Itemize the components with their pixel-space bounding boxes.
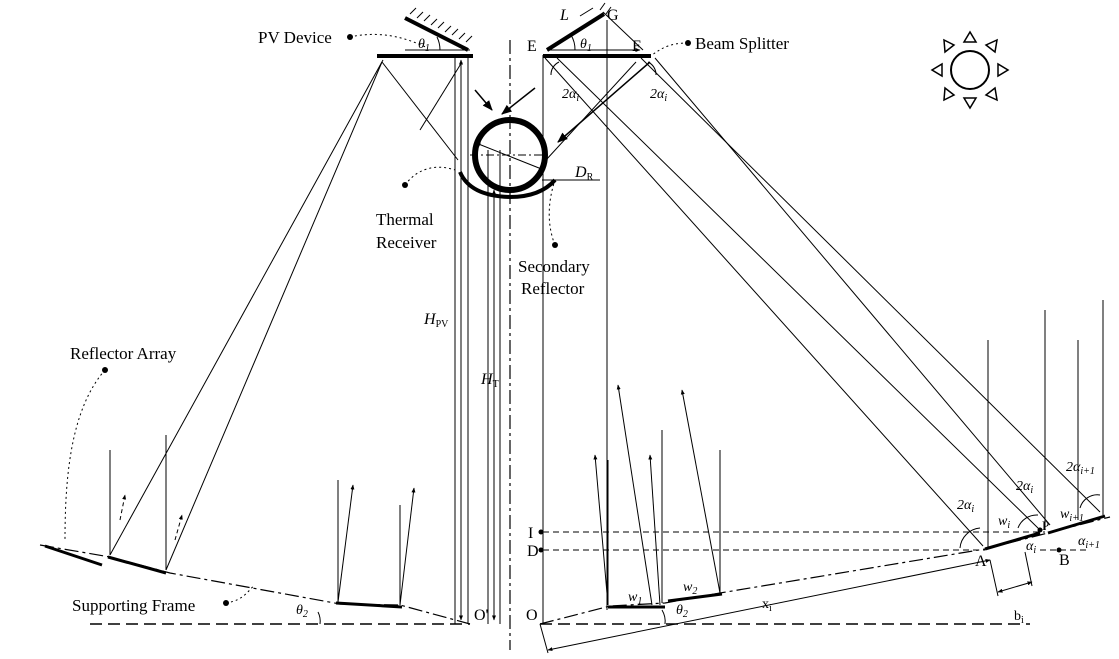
point-E: E [527,38,537,55]
leader-lines [64,33,689,604]
point-D: D [527,543,539,560]
reflector-array [44,514,1106,609]
theta1-bs: θ1 [580,37,592,54]
supporting-frame [39,516,1111,625]
beam-splitter-label: Beam Splitter [695,34,789,53]
theta2-right: θ2 [676,603,688,620]
pv-device [377,7,473,58]
thermal-receiver [470,117,548,193]
d-r-label: DR [574,164,594,183]
alpha-i-plus-1-label: αi+1 [1078,534,1100,551]
theta2-left: θ2 [296,603,308,620]
thermal-receiver-label-2: Receiver [376,233,437,252]
two-alpha-i-P: 2αi [1016,479,1033,496]
thermal-receiver-label-1: Thermal [376,210,434,229]
light-rays-right [544,57,1104,606]
b-i-dimension [997,581,1033,593]
sun-icon [930,30,1010,110]
theta1-pv: θ1 [418,37,430,54]
x-i-label: xi [762,597,772,614]
secondary-reflector-label-1: Secondary [518,257,590,276]
alpha-i-label: αi [1026,539,1036,556]
two-alpha-i-A: 2αi [957,498,974,515]
two-alpha-left: 2αi [562,87,579,104]
point-F: F [632,38,641,55]
point-O-prime: O' [474,607,489,624]
pv-device-label: PV Device [258,28,332,47]
b-i-label: bi [1014,609,1024,626]
point-P: P [1042,518,1049,533]
two-alpha-right: 2αi [650,87,667,104]
w-i-plus-1-label: wi+1 [1060,507,1084,524]
w-i-label: wi [998,514,1010,531]
secondary-reflector [458,171,557,200]
point-G: G [607,7,619,24]
point-I: I [528,525,533,542]
point-A: A [975,553,987,570]
leader-dots [102,34,1062,606]
secondary-reflector-label-2: Reflector [521,279,585,298]
h-pv-label: HPV [423,311,449,330]
reflector-array-label: Reflector Array [70,344,177,363]
supporting-frame-label: Supporting Frame [72,596,195,615]
point-L: L [559,7,569,24]
point-O: O [526,607,538,624]
x-i-dimension [547,558,991,652]
w2-label: w2 [683,580,697,597]
two-alpha-i-plus-1: 2αi+1 [1066,460,1095,477]
light-rays-left [109,59,463,606]
h-t-label: HT [480,371,499,390]
point-B: B [1059,552,1070,569]
w1-label: w1 [628,590,642,607]
beam-splitter [543,2,657,76]
